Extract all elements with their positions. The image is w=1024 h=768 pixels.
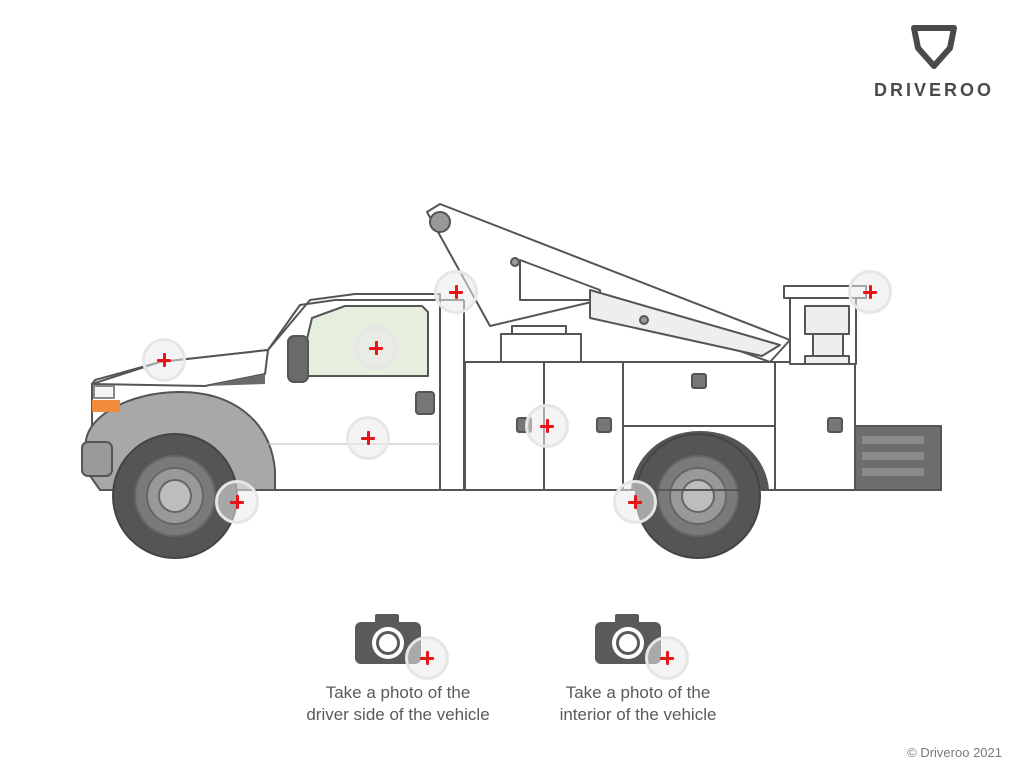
driveroo-shield-icon	[911, 25, 957, 69]
plus-icon	[863, 285, 877, 299]
add-photo-badge[interactable]	[645, 636, 689, 680]
plus-icon	[369, 341, 383, 355]
plus-icon	[420, 651, 434, 665]
hotspot-front-wheel[interactable]	[215, 480, 259, 524]
front-wheel	[112, 433, 238, 559]
copyright: © Driveroo 2021	[907, 745, 1002, 760]
hotspot-boom[interactable]	[434, 270, 478, 314]
add-photo-badge[interactable]	[405, 636, 449, 680]
hotspot-window[interactable]	[354, 326, 398, 370]
hotspot-hood[interactable]	[142, 338, 186, 382]
hotspot-door[interactable]	[346, 416, 390, 460]
driver-side-photo-action[interactable]: Take a photo of the driver side of the v…	[278, 608, 518, 726]
camera-icon	[595, 614, 661, 664]
plus-icon	[660, 651, 674, 665]
camera-button[interactable]	[593, 608, 689, 680]
plus-icon	[230, 495, 244, 509]
plus-icon	[361, 431, 375, 445]
camera-icon	[355, 614, 421, 664]
hotspot-rear-wheel[interactable]	[613, 480, 657, 524]
rear-wheel	[635, 433, 761, 559]
camera-button[interactable]	[353, 608, 449, 680]
plus-icon	[628, 495, 642, 509]
plus-icon	[157, 353, 171, 367]
plus-icon	[540, 419, 554, 433]
brand-logo: DRIVEROO	[874, 24, 994, 101]
action-caption: Take a photo of the driver side of the v…	[306, 683, 490, 724]
hotspot-tower[interactable]	[848, 270, 892, 314]
plus-icon	[449, 285, 463, 299]
brand-name: DRIVEROO	[874, 80, 995, 100]
interior-photo-action[interactable]: Take a photo of the interior of the vehi…	[518, 608, 758, 726]
hotspot-utility-box[interactable]	[525, 404, 569, 448]
action-caption: Take a photo of the interior of the vehi…	[559, 683, 717, 724]
